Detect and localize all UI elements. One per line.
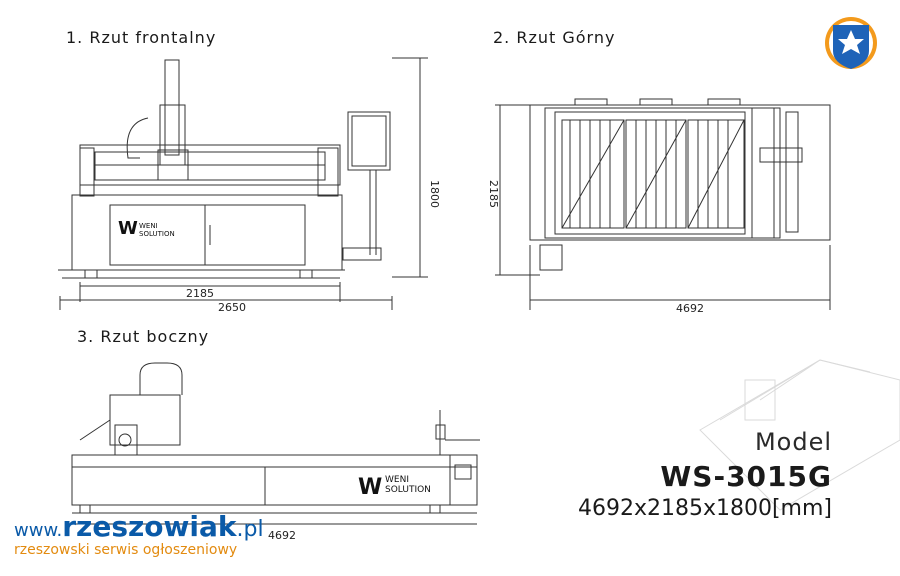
- front-height-dim: 1800: [428, 180, 441, 208]
- background-machine-sketch: [699, 359, 900, 511]
- svg-text:W: W: [118, 218, 138, 239]
- side-view-title: 3. Rzut boczny: [77, 327, 210, 346]
- top-depth-dim: 2185: [487, 180, 500, 208]
- front-inner-width-dim: 2185: [186, 287, 214, 300]
- svg-text:SOLUTION: SOLUTION: [385, 485, 431, 495]
- svg-text:WENI: WENI: [385, 475, 409, 485]
- model-dimensions: 4692x2185x1800[mm]: [577, 496, 832, 521]
- brand-logo-front: W WENI SOLUTION: [118, 218, 175, 239]
- svg-text:WENI: WENI: [139, 222, 158, 230]
- top-view-drawing: [495, 98, 831, 310]
- side-length-dim: 4692: [268, 529, 296, 542]
- watermark-prefix: www.: [14, 520, 63, 541]
- top-view-title: 2. Rzut Górny: [493, 28, 616, 47]
- svg-text:SOLUTION: SOLUTION: [139, 230, 175, 238]
- cross-shield-logo-icon: [825, 17, 877, 69]
- top-length-dim: 4692: [676, 302, 704, 315]
- watermark-suffix: .pl: [236, 517, 264, 542]
- front-outer-width-dim: 2650: [218, 301, 246, 314]
- watermark-name: rzeszowiak: [62, 510, 237, 543]
- front-view-title: 1. Rzut frontalny: [66, 28, 217, 47]
- front-height-value: 1800: [428, 180, 441, 208]
- side-view-drawing: [71, 362, 480, 525]
- front-view-drawing: [58, 57, 428, 310]
- watermark-url: www.rzeszowiak.pl: [14, 510, 264, 543]
- model-label: Model: [754, 428, 832, 456]
- brand-logo-side: W WENI SOLUTION: [358, 475, 431, 500]
- model-name: WS-3015G: [660, 460, 832, 493]
- watermark-tagline: rzeszowski serwis ogłoszeniowy: [14, 542, 238, 558]
- svg-text:W: W: [358, 475, 382, 500]
